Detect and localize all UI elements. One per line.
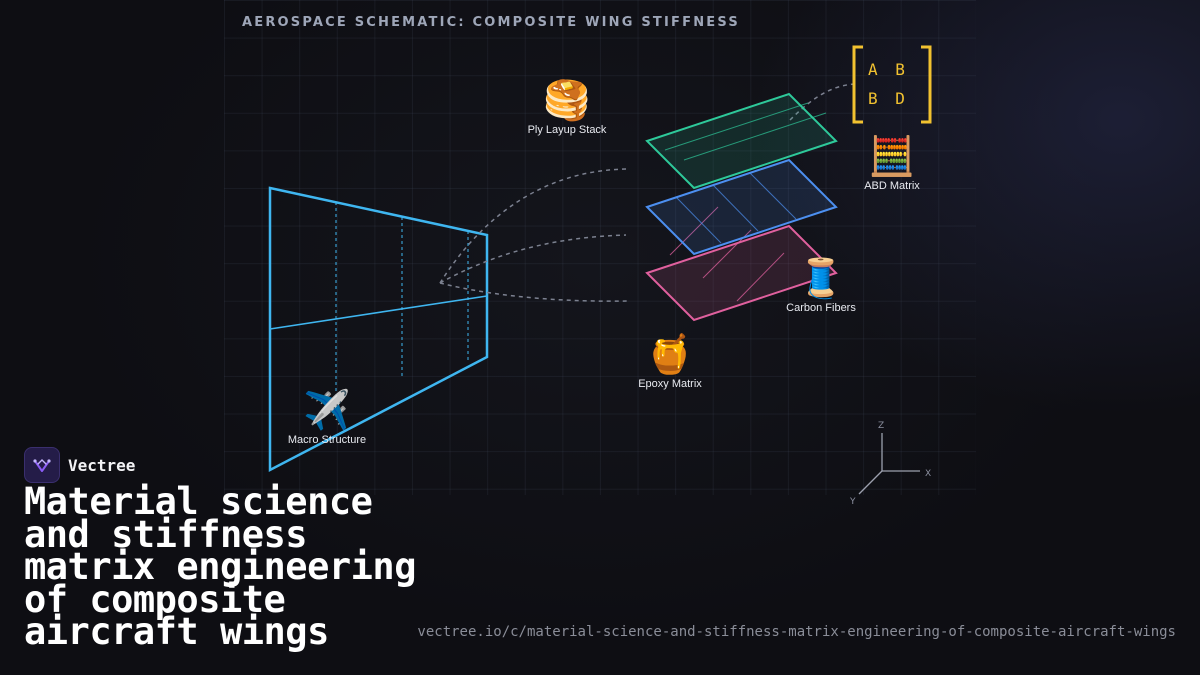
node-ply-layup: 🥞 Ply Layup Stack	[528, 78, 607, 136]
node-macro-structure: ✈️ Macro Structure	[288, 388, 366, 446]
connector-lines	[439, 83, 857, 302]
brand-name: Vectree	[68, 455, 136, 475]
node-label-ply-layup: Ply Layup Stack	[527, 124, 607, 136]
matrix-row-1: A B	[868, 60, 909, 79]
ply-middle	[645, 158, 838, 256]
abd-matrix: A B B D	[850, 44, 934, 126]
axis-label-x: X	[925, 469, 931, 479]
node-epoxy-matrix: 🍯 Epoxy Matrix	[638, 332, 702, 390]
node-label-abd-matrix: ABD Matrix	[864, 180, 920, 192]
schematic-grid	[224, 0, 976, 495]
page-url[interactable]: vectree.io/c/material-science-and-stiffn…	[417, 624, 1176, 640]
honey-pot-icon: 🍯	[646, 332, 694, 376]
node-carbon-fibers: 🧵 Carbon Fibers	[786, 256, 856, 314]
abd-matrix-brackets	[852, 45, 932, 124]
axis-label-z: Z	[878, 421, 884, 431]
schematic-header: AEROSPACE SCHEMATIC: COMPOSITE WING STIF…	[242, 15, 740, 30]
coordinate-axes	[858, 433, 920, 495]
airplane-icon: ✈️	[303, 388, 351, 432]
vectree-logo-icon	[24, 447, 60, 483]
axis-label-y: Y	[849, 497, 856, 507]
brand[interactable]: Vectree	[24, 447, 135, 483]
ply-top	[645, 92, 838, 190]
page-title: Material science and stiffness matrix en…	[24, 480, 416, 653]
node-label-carbon-fibers: Carbon Fibers	[786, 302, 856, 314]
abacus-icon: 🧮	[868, 134, 916, 178]
pancakes-icon: 🥞	[543, 78, 591, 122]
node-abd-matrix: 🧮 ABD Matrix	[864, 134, 920, 192]
thread-spool-icon: 🧵	[797, 256, 845, 300]
wing-outline	[268, 186, 489, 473]
node-label-epoxy-matrix: Epoxy Matrix	[638, 378, 702, 390]
node-label-macro-structure: Macro Structure	[287, 434, 367, 446]
matrix-row-2: B D	[868, 89, 909, 108]
